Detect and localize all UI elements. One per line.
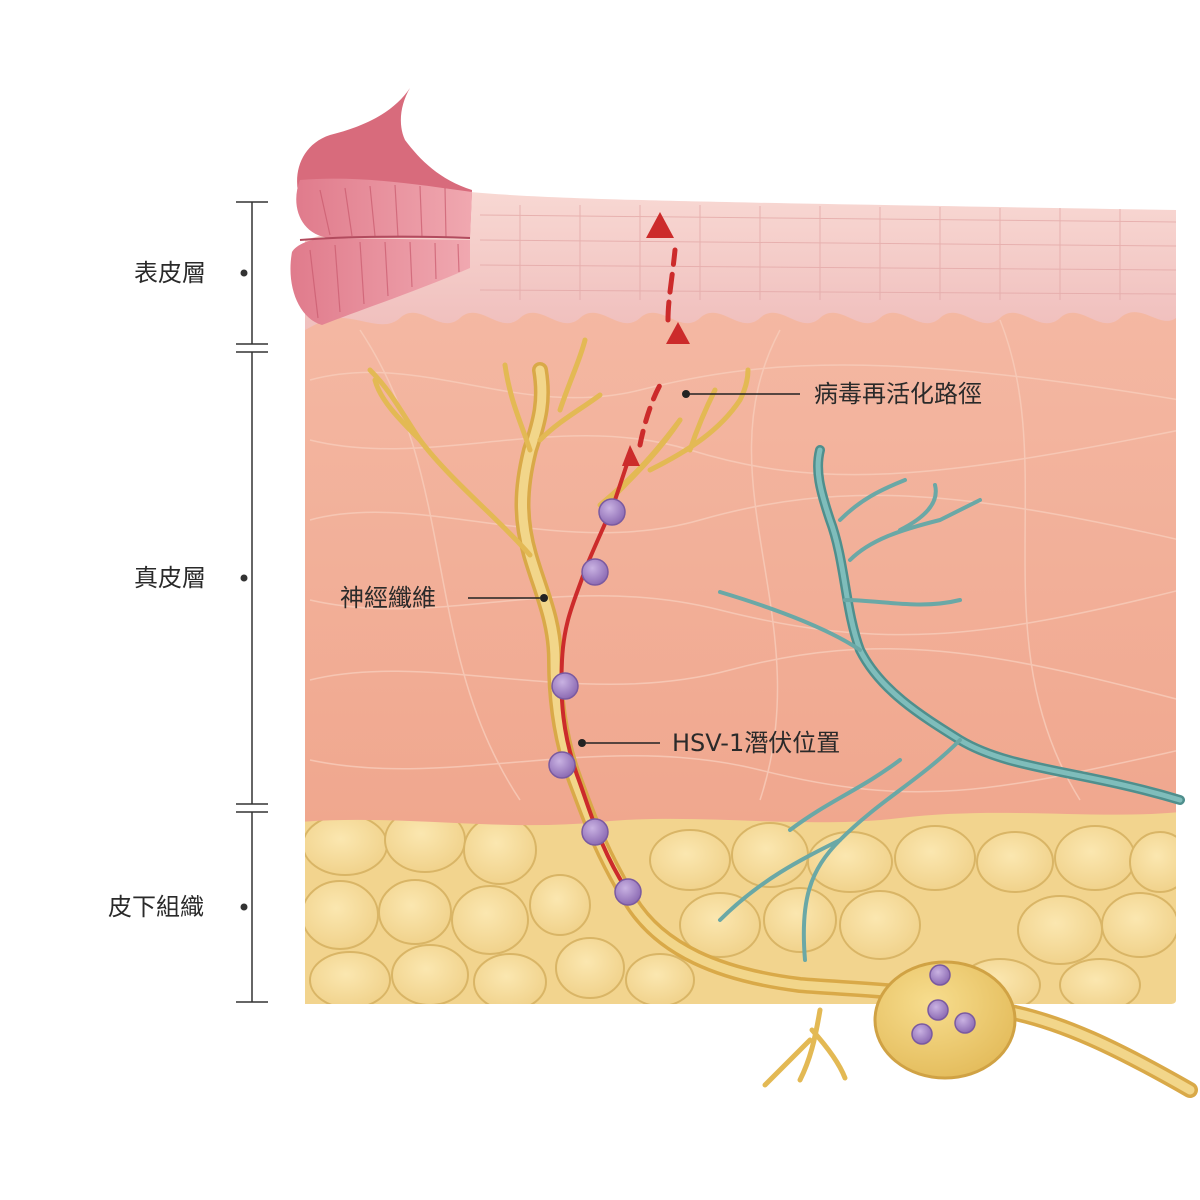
blood-vessel	[718, 445, 1185, 962]
dermis-layer	[305, 300, 1176, 826]
dermis-label: 真皮層	[134, 564, 206, 592]
subcutaneous-label: 皮下組織	[108, 893, 204, 921]
latency-site-label: HSV-1潛伏位置	[672, 729, 841, 757]
fiber-virus-particles	[548, 498, 642, 906]
nerve-fiber-label: 神經纖維	[340, 584, 436, 612]
reactivation-path-label: 病毒再活化路徑	[814, 380, 982, 408]
bracket-dots	[240, 269, 248, 911]
epidermis-layer	[305, 192, 1177, 330]
layer-bracket	[236, 201, 268, 1003]
fat-cells	[305, 807, 1176, 1004]
lip	[290, 88, 472, 325]
epidermis-label: 表皮層	[134, 259, 206, 287]
subcutaneous-layer	[305, 800, 1176, 1004]
ganglion	[873, 960, 1017, 1080]
collagen-fibers	[309, 319, 1176, 801]
leader-lines	[468, 390, 800, 747]
epithelial-cells	[479, 205, 1177, 300]
ganglion-virus-particles	[911, 964, 976, 1045]
